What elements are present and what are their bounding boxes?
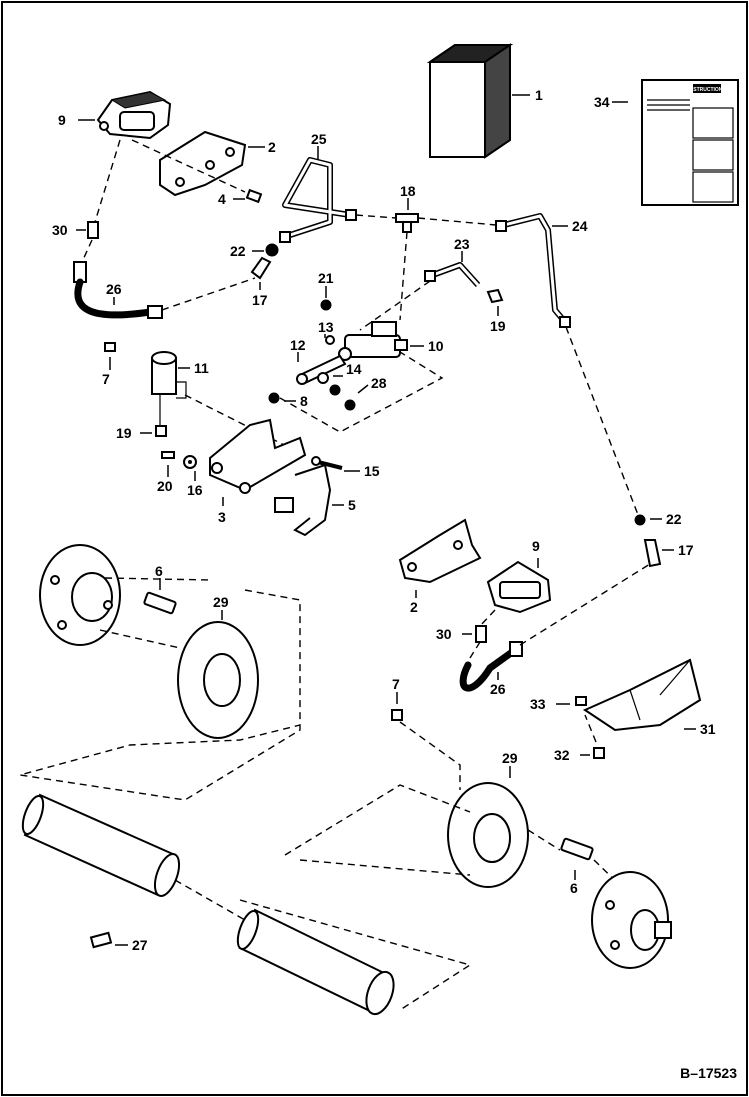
callout-31: 31	[700, 721, 716, 737]
callout-30-upper: 30	[52, 222, 68, 238]
part-22-washer-lower	[634, 514, 646, 526]
part-33-bolt	[575, 696, 587, 706]
callout-28: 28	[371, 375, 387, 391]
axle-tube-upper	[21, 793, 181, 897]
part-20-cotter-pin	[161, 451, 175, 459]
callout-26-lower: 26	[490, 681, 506, 697]
part-10-master-cylinder	[338, 321, 408, 361]
hub-upper	[39, 544, 121, 646]
part-19-fitting-left	[155, 425, 167, 437]
callout-23: 23	[454, 236, 470, 252]
part-29-brake-rotor-upper	[177, 621, 259, 739]
part-2-caliper-bracket-upper	[159, 130, 247, 197]
callout-22-lower: 22	[666, 511, 682, 527]
part-12-pushrod	[296, 354, 347, 385]
part-21-bleeder-screw	[320, 299, 332, 311]
callout-22-upper: 22	[230, 243, 246, 259]
part-26-brake-hose-upper	[73, 261, 163, 319]
part-28-nut	[329, 384, 356, 411]
callout-11: 11	[194, 360, 209, 376]
part-32-bolt	[593, 747, 605, 759]
part-2-caliper-bracket-lower	[398, 518, 482, 584]
callout-1: 1	[535, 87, 543, 103]
part-34-instructions-sheet: INSTRUCTIONS	[641, 79, 739, 206]
part-4-bolt	[245, 188, 263, 204]
part-3-mounting-bracket	[209, 418, 307, 494]
callout-7-lower: 7	[392, 676, 400, 692]
callout-17-lower: 17	[678, 542, 694, 558]
callout-2-upper: 2	[268, 139, 276, 155]
part-7-bolt-lower	[391, 709, 403, 721]
callout-21: 21	[318, 270, 334, 286]
instructions-sheet-title: INSTRUCTIONS	[688, 87, 726, 93]
callout-2-lower: 2	[410, 599, 418, 615]
part-8-nut	[268, 392, 280, 404]
part-19-fitting-right	[486, 288, 504, 304]
callout-6-lower: 6	[570, 880, 578, 896]
part-13-pin	[325, 335, 335, 345]
part-11-reservoir	[151, 351, 187, 430]
callout-12: 12	[290, 337, 306, 353]
axle-tube-lower	[236, 908, 395, 1016]
callout-14: 14	[346, 361, 362, 377]
callout-25: 25	[311, 131, 327, 147]
part-15-bolt	[311, 456, 343, 470]
callout-15: 15	[364, 463, 380, 479]
callout-4: 4	[218, 191, 226, 207]
part-17-elbow-fitting-lower	[643, 539, 662, 568]
callout-27: 27	[132, 937, 148, 953]
part-9-brake-caliper-upper	[96, 90, 172, 140]
part-30-fitting-lower	[475, 625, 487, 643]
part-5-brake-pedal	[274, 463, 332, 537]
part-27-fastener	[89, 931, 113, 949]
callout-20: 20	[157, 478, 173, 494]
callout-32: 32	[554, 747, 570, 763]
callout-8: 8	[300, 393, 308, 409]
callout-labels: 1 34 9 2 25 4 18 30 24 22 23 21 26 17 19…	[52, 87, 716, 953]
callout-5: 5	[348, 497, 356, 513]
part-17-elbow-fitting-upper	[250, 256, 272, 280]
callout-33: 33	[530, 696, 546, 712]
callout-29-lower: 29	[502, 750, 518, 766]
callout-24: 24	[572, 218, 588, 234]
callout-34: 34	[594, 94, 610, 110]
callout-13: 13	[318, 319, 334, 335]
part-7-bolt-upper	[104, 342, 116, 352]
callout-18: 18	[400, 183, 416, 199]
part-30-fitting-upper	[87, 221, 99, 239]
callout-16: 16	[187, 482, 203, 498]
part-31-brake-guard	[582, 658, 702, 732]
figure-id: B–17523	[680, 1065, 737, 1081]
callout-19-right: 19	[490, 318, 506, 334]
part-23-brake-tube	[424, 262, 481, 288]
callout-26-upper: 26	[106, 281, 122, 297]
part-24-brake-tube	[495, 213, 571, 328]
part-1-manual	[426, 43, 514, 159]
part-14-clevis-pin	[317, 372, 329, 384]
callout-30-lower: 30	[436, 626, 452, 642]
part-22-washer-upper	[265, 243, 279, 257]
part-16-washer	[183, 455, 197, 469]
callout-29-upper: 29	[213, 594, 229, 610]
callout-6-upper: 6	[155, 563, 163, 579]
part-25-brake-tube	[279, 157, 357, 243]
part-9-brake-caliper-lower	[486, 560, 552, 614]
part-29-brake-rotor-lower	[447, 782, 529, 888]
callout-3: 3	[218, 509, 226, 525]
callout-9-upper: 9	[58, 112, 66, 128]
callout-10: 10	[428, 338, 444, 354]
callout-19-left: 19	[116, 425, 132, 441]
callout-17-upper: 17	[252, 292, 268, 308]
part-26-brake-hose-lower	[459, 641, 523, 692]
hub-lower	[591, 871, 672, 969]
callout-7-upper: 7	[102, 371, 110, 387]
part-6-wheel-stud-upper	[143, 591, 177, 615]
part-6-wheel-stud-lower	[560, 837, 594, 861]
callout-9-lower: 9	[532, 538, 540, 554]
part-18-tee-fitting	[395, 213, 419, 233]
